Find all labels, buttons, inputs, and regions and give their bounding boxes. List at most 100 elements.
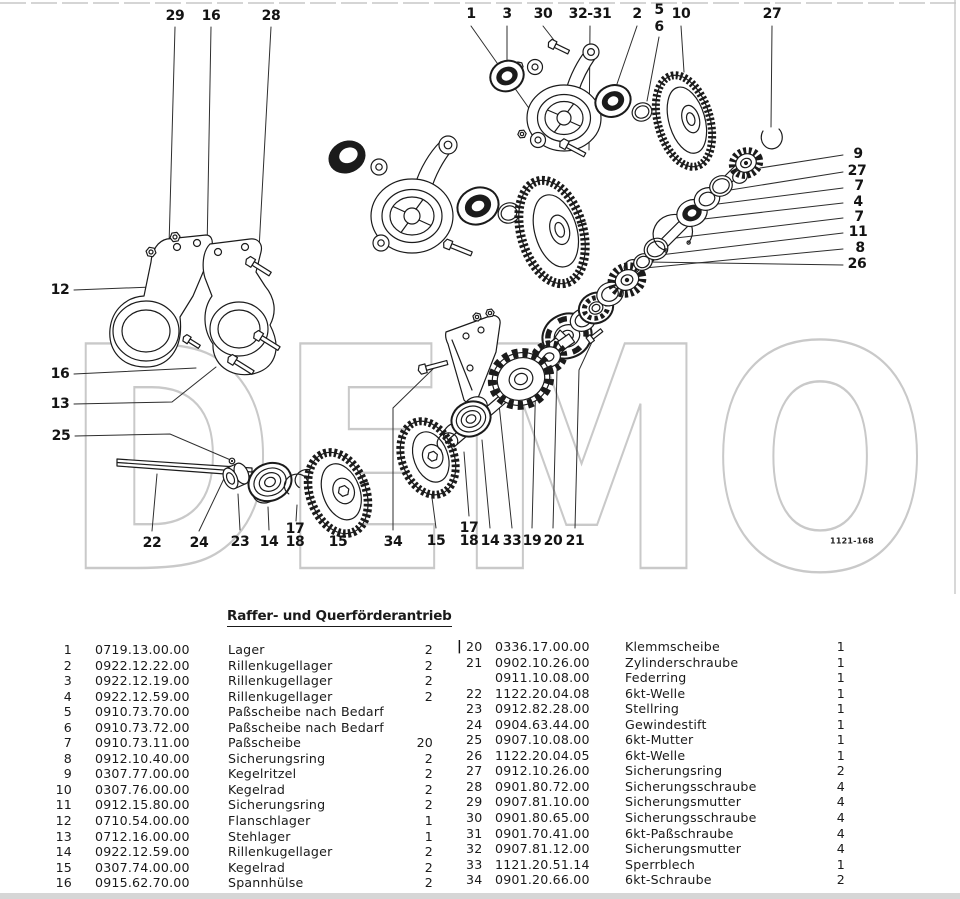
cell-part_no: 1122.20.04.08 <box>495 685 590 701</box>
cell-pos: 11 <box>55 797 72 813</box>
retaining-ring <box>709 175 733 197</box>
bevel-gear <box>396 417 460 499</box>
clamp-block <box>556 333 576 351</box>
cell-description: Sperrblech <box>625 856 696 872</box>
cell-qty: 1 <box>836 747 845 763</box>
cell-qty: 1 <box>836 670 845 686</box>
ball-bearing <box>489 59 525 93</box>
set-screw <box>228 457 236 465</box>
cell-part_no: 0307.76.00.00 <box>95 781 190 797</box>
cell-pos: 23 <box>466 701 483 717</box>
callout-25: 25 <box>51 428 71 444</box>
cell-description: Klemmscheibe <box>625 639 720 654</box>
callout-26: 26 <box>847 256 867 272</box>
callout-17: 17 <box>285 521 305 537</box>
cell-pos: 33 <box>466 856 483 872</box>
cell-qty: 1 <box>836 732 845 748</box>
cell-description: Kegelritzel <box>228 766 297 782</box>
cell-pos: 28 <box>466 778 483 794</box>
cell-description: Rillenkugellager <box>228 657 333 673</box>
cell-description: 6kt-Mutter <box>625 732 694 748</box>
cell-description: Paßscheibe nach Bedarf <box>228 704 384 720</box>
cell-description: Spannhülse <box>228 875 304 891</box>
cell-part_no: 0912.15.80.00 <box>95 797 190 813</box>
cell-part_no: 0910.73.72.00 <box>95 719 190 735</box>
callout-29: 29 <box>165 8 185 24</box>
cell-description: Sicherungsschraube <box>625 778 757 794</box>
hex-bolt <box>559 138 587 158</box>
cell-qty: 2 <box>424 766 433 782</box>
cell-description: Sicherungsring <box>228 750 326 766</box>
parts-row: 28 0901.80.72.00 Sicherungsschraube 4 <box>466 779 845 795</box>
cell-description: Sicherungsring <box>625 763 723 779</box>
cell-pos: 10 <box>55 781 72 797</box>
cell-qty: 2 <box>424 859 433 875</box>
cell-qty: 4 <box>836 810 845 826</box>
callout-10: 10 <box>671 6 691 22</box>
callout-28: 28 <box>261 8 281 24</box>
cell-qty: 2 <box>424 657 433 673</box>
cell-description: Rillenkugellager <box>228 673 333 689</box>
snap-ring <box>283 473 309 495</box>
cell-description: Kegelrad <box>228 859 286 875</box>
cell-pos <box>466 670 481 686</box>
retaining-ring <box>643 237 669 261</box>
cell-description: Sicherungsring <box>228 797 326 813</box>
cell-part_no: 0911.10.08.00 <box>495 670 590 686</box>
hex-nut <box>485 308 495 318</box>
cell-description: Rillenkugellager <box>228 688 333 704</box>
cell-qty: 1 <box>836 716 845 732</box>
callout-34: 34 <box>383 534 403 550</box>
cell-qty: 4 <box>836 778 845 794</box>
cell-description: 6kt-Schraube <box>625 872 712 888</box>
cell-description: Kegelrad <box>228 781 286 797</box>
cell-pos: 15 <box>55 859 72 875</box>
cell-qty <box>405 704 433 720</box>
callout-5: 5 <box>654 2 664 18</box>
callout-19: 19 <box>522 533 542 549</box>
callout-18: 18 <box>285 534 305 550</box>
callout-32-31: 32-31 <box>568 6 612 22</box>
cell-qty: 1 <box>836 654 845 670</box>
cell-description: Paßscheibe <box>228 735 302 751</box>
cell-pos: 27 <box>466 763 483 779</box>
callout-22: 22 <box>142 535 162 551</box>
snap-ring <box>652 213 694 253</box>
cell-part_no: 0901.20.66.00 <box>495 872 590 888</box>
cell-part_no: 0901.80.72.00 <box>495 778 590 794</box>
cell-qty: 2 <box>424 642 433 657</box>
cell-qty: 2 <box>836 872 845 888</box>
cell-qty: 1 <box>424 813 433 829</box>
cell-qty: 4 <box>836 794 845 810</box>
cell-part_no: 0915.62.70.00 <box>95 875 190 891</box>
cell-qty: 4 <box>836 825 845 841</box>
cell-qty: 4 <box>836 841 845 857</box>
cell-description: Paßscheibe nach Bedarf <box>228 719 384 735</box>
cell-part_no: 0710.54.00.00 <box>95 813 190 829</box>
callout-9: 9 <box>853 146 863 162</box>
cell-qty: 2 <box>424 797 433 813</box>
hex-bolt <box>245 255 272 277</box>
hex-bolt <box>227 353 255 375</box>
cell-part_no: 0904.63.44.00 <box>495 716 590 732</box>
callout-33: 33 <box>502 533 522 549</box>
cell-pos: 9 <box>63 766 72 782</box>
cell-pos: 13 <box>55 828 72 844</box>
